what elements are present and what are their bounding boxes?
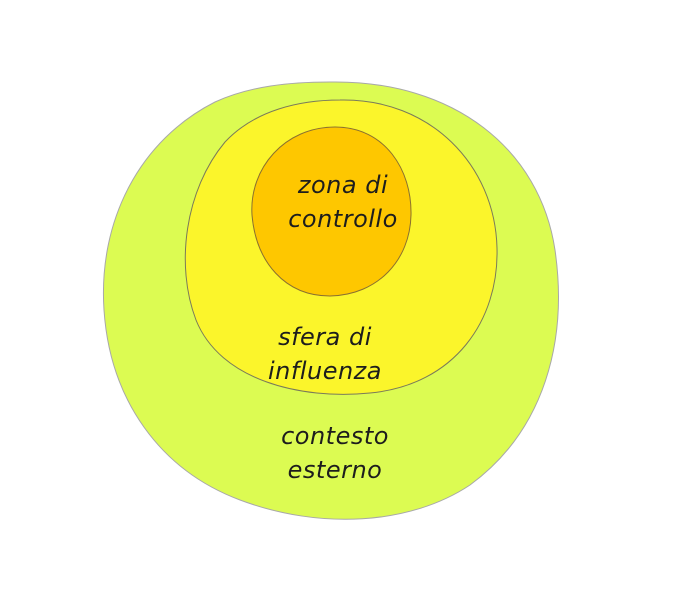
zone-of-control-label: zona di controllo	[258, 168, 428, 236]
sphere-of-influence-line-2: influenza	[268, 357, 382, 385]
external-context-line-1: contesto	[281, 422, 389, 450]
zone-of-control-line-2: controllo	[288, 205, 398, 233]
sphere-of-influence-label: sfera di influenza	[235, 320, 415, 388]
external-context-label: contesto esterno	[245, 419, 425, 487]
zone-of-control-line-1: zona di	[297, 171, 389, 199]
inner-circle-zone-of-control	[251, 126, 412, 297]
external-context-line-2: esterno	[287, 456, 383, 484]
sphere-of-influence-line-1: sfera di	[278, 323, 372, 351]
